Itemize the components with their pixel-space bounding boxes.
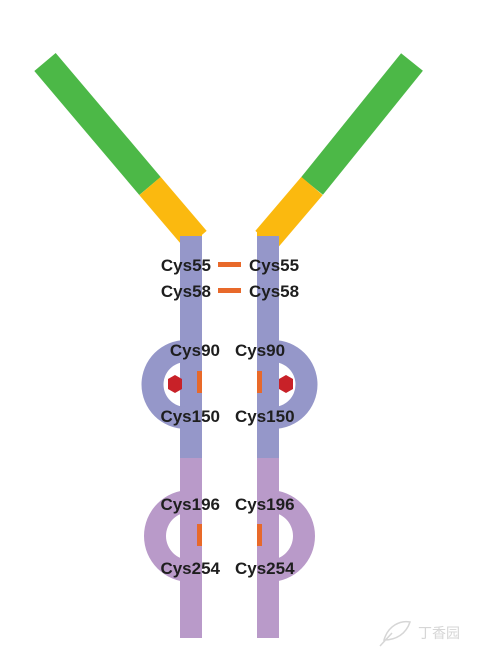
label-right-cys58: Cys58 [249, 282, 299, 301]
right-bond-cys196-cys254 [257, 524, 262, 546]
label-right-cys196: Cys196 [235, 495, 295, 514]
left-stem-lower [180, 458, 202, 638]
watermark: 丁香园 [379, 620, 460, 647]
left-bond-cys196-cys254 [197, 524, 202, 546]
right-bond-cys90-cys150 [257, 371, 262, 393]
label-right-cys254: Cys254 [235, 559, 295, 578]
left-chain [34, 52, 207, 638]
inter-bond-cys58 [218, 288, 241, 293]
label-left-cys196: Cys196 [160, 495, 220, 514]
watermark-text: 丁香园 [418, 625, 460, 641]
right-loop-upper [273, 340, 318, 429]
labels: Cys55 Cys58 Cys90 Cys150 Cys196 Cys254 C… [160, 256, 299, 578]
label-right-cys150: Cys150 [235, 407, 295, 426]
markers [168, 375, 293, 393]
right-hexagon-marker [279, 375, 293, 393]
label-left-cys90: Cys90 [170, 341, 220, 360]
disulfide-bonds [197, 262, 262, 546]
label-left-cys55: Cys55 [161, 256, 211, 275]
left-loop-lower [144, 490, 190, 582]
left-hexagon-marker [168, 375, 182, 393]
label-right-cys55: Cys55 [249, 256, 299, 275]
label-left-cys150: Cys150 [160, 407, 220, 426]
left-loop-upper [141, 340, 186, 429]
watermark-leaf-icon [379, 620, 411, 647]
right-arm-green [301, 53, 423, 195]
inter-bond-cys55 [218, 262, 241, 267]
left-stem-upper [180, 236, 202, 458]
left-arm-green [34, 52, 161, 196]
right-stem-lower [257, 458, 279, 638]
right-loop-lower [269, 490, 315, 582]
right-chain [255, 53, 423, 638]
right-arm-yellow [255, 176, 323, 250]
right-stem-upper [257, 236, 279, 458]
left-bond-cys90-cys150 [197, 371, 202, 393]
label-right-cys90: Cys90 [235, 341, 285, 360]
label-left-cys254: Cys254 [160, 559, 220, 578]
left-arm-yellow [139, 176, 207, 250]
label-left-cys58: Cys58 [161, 282, 211, 301]
